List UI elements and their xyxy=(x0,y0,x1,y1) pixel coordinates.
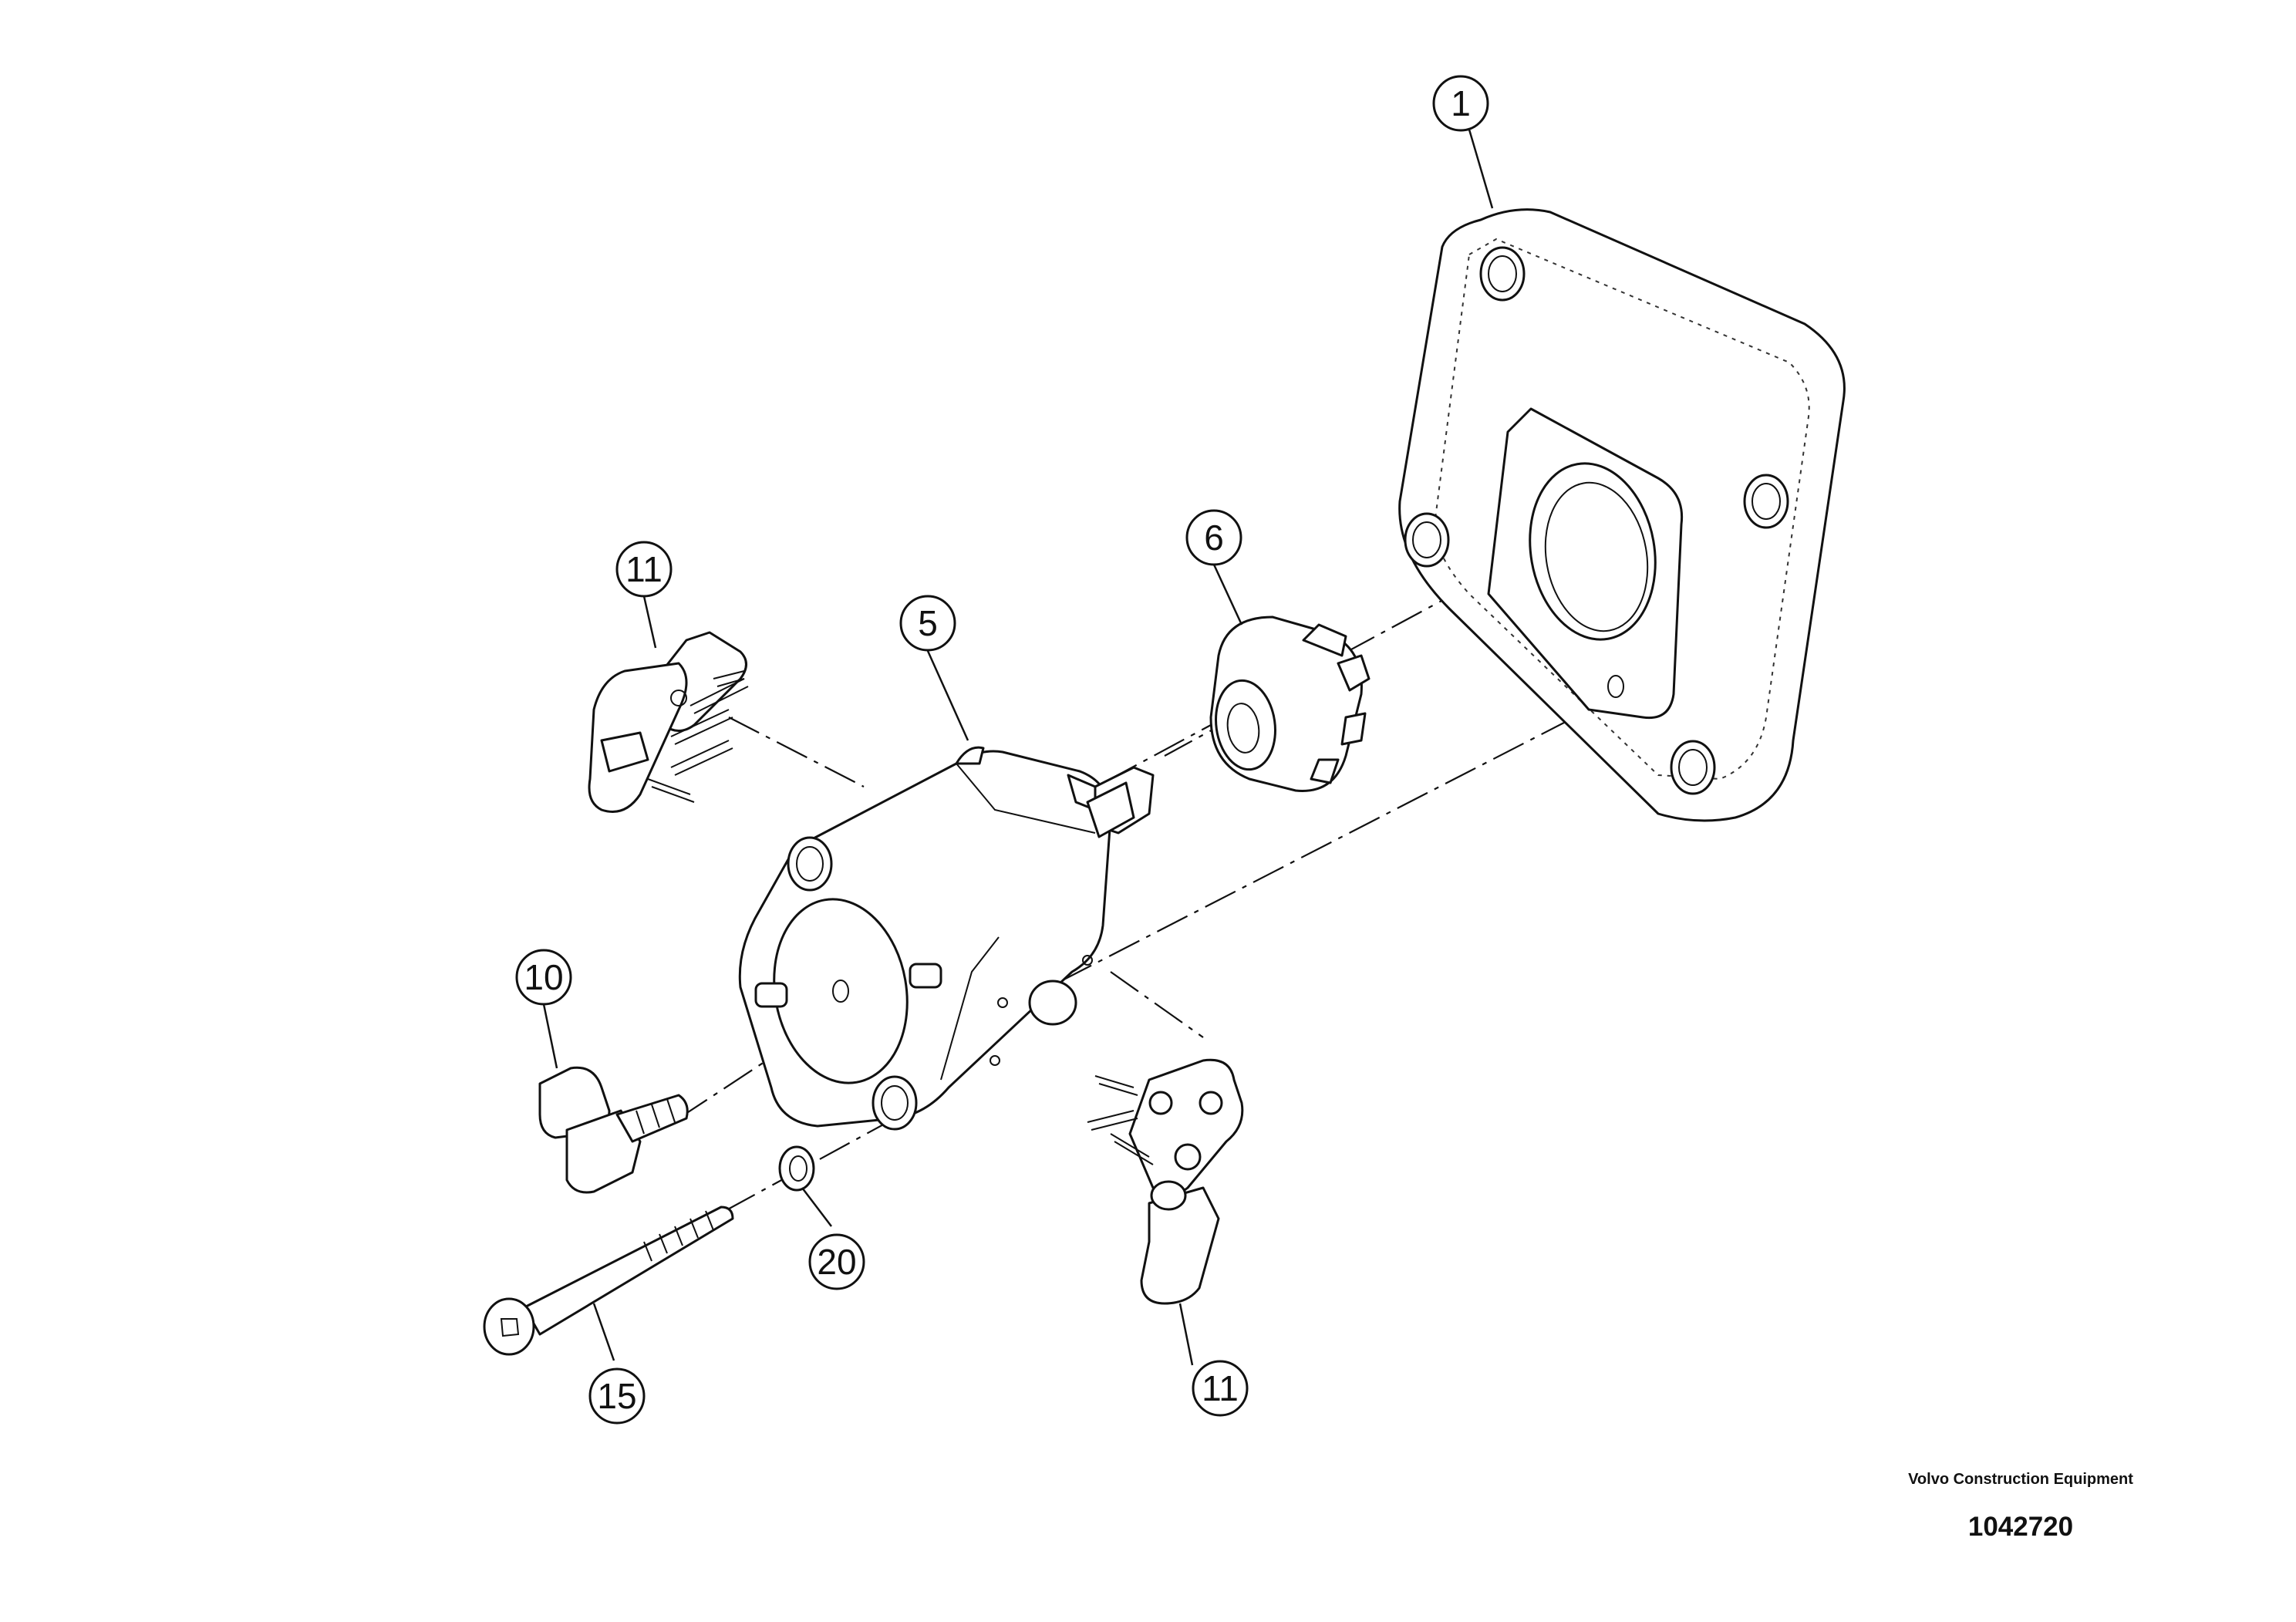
callout-15-label: 15 xyxy=(597,1376,636,1416)
part-1-mounting-flange xyxy=(1398,208,1846,822)
callout-5-label: 5 xyxy=(918,603,938,643)
callout-6-label: 6 xyxy=(1204,518,1224,558)
part-15-cap-screw xyxy=(483,1206,734,1356)
callout-11-upper: 11 xyxy=(615,541,673,598)
callout-5: 5 xyxy=(899,595,956,652)
callout-10-label: 10 xyxy=(524,957,563,997)
manufacturer-caption: Volvo Construction Equipment xyxy=(1908,1471,2133,1488)
part-10-elbow-fitting xyxy=(538,1066,689,1194)
leader-lines xyxy=(542,129,1494,1366)
part-11-lower-flange-fitting xyxy=(1087,1058,1244,1305)
part-5-gear-pump xyxy=(738,746,1155,1131)
callout-1-label: 1 xyxy=(1451,83,1471,123)
callout-15: 15 xyxy=(588,1367,646,1425)
callout-11-upper-label: 11 xyxy=(625,549,663,589)
part-11-upper-flange-fitting xyxy=(588,631,749,813)
callout-10: 10 xyxy=(515,949,572,1006)
callout-11-lower-label: 11 xyxy=(1202,1368,1239,1408)
part-6-coupling xyxy=(1209,615,1371,792)
callout-20: 20 xyxy=(808,1233,865,1290)
callout-20-label: 20 xyxy=(817,1242,856,1282)
callout-1: 1 xyxy=(1432,75,1489,132)
callout-6: 6 xyxy=(1185,509,1242,566)
part-20-washer xyxy=(778,1145,815,1192)
callout-11-lower: 11 xyxy=(1192,1360,1249,1417)
drawing-number: 1042720 xyxy=(1967,1512,2074,1542)
